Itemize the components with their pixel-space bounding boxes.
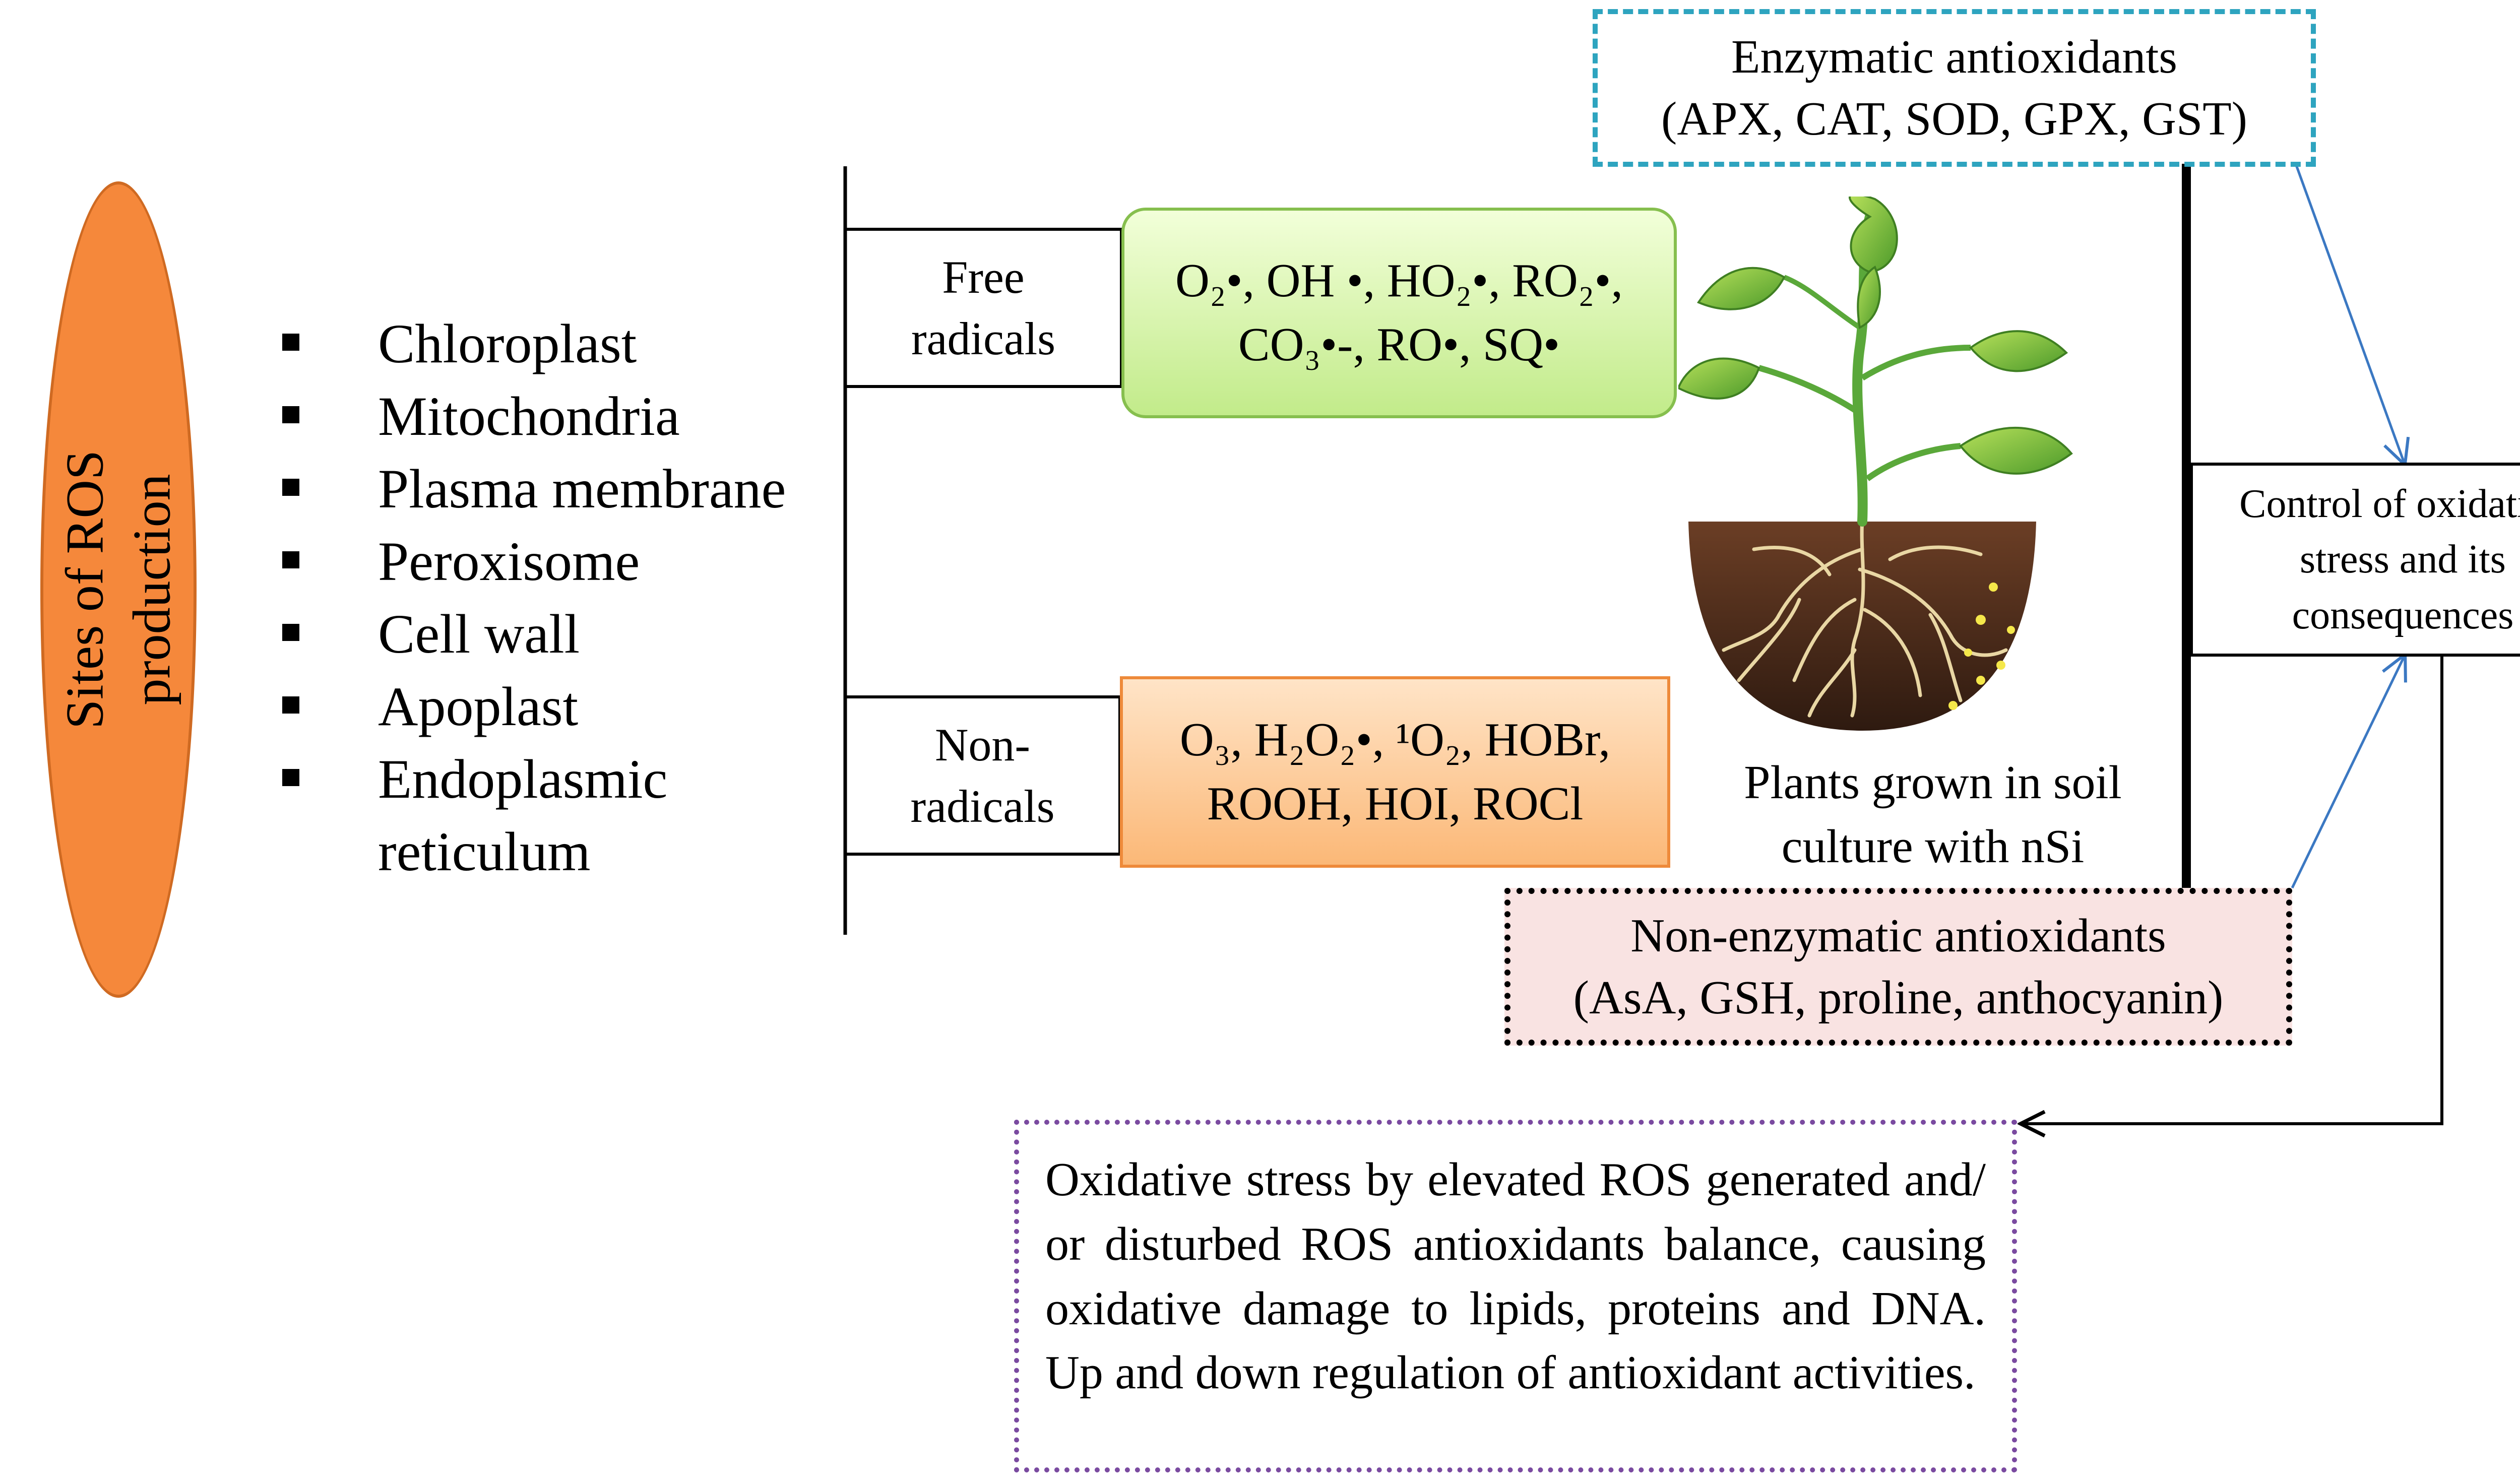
list-item: Apoplast [282,670,786,743]
site-label: Apoplast [378,676,579,737]
non-enzymatic-title: Non-enzymatic antioxidants [1630,910,2166,962]
free-radicals-box: O₂•, OH •, HO₂•, RO₂•, CO₃•-, RO•, SQ• [1121,208,1677,418]
nsi-dots-icon [1948,583,2015,710]
free-radicals-species-line2: CO₃•-, RO•, SQ• [1238,318,1560,371]
free-radicals-species-line1: O₂•, OH •, HO₂•, RO₂•, [1175,254,1623,307]
free-radicals-label-line2: radicals [911,313,1056,364]
plant-caption-line2: culture with nSi [1781,820,2085,873]
roots-icon [1722,517,2008,718]
site-label: Endoplasmic [378,748,668,810]
sites-title-line1: Sites of ROS [55,450,114,729]
list-item-continuation: reticulum [282,815,786,888]
list-item: Chloroplast [282,307,786,380]
non-enzymatic-list: (AsA, GSH, proline, anthocyanin) [1573,971,2224,1024]
site-label: Cell wall [378,603,580,665]
control-line3: consequences [2292,593,2514,637]
site-label: Plasma membrane [378,458,786,520]
bullet-icon [282,696,299,714]
soil-pot [1688,522,2036,731]
enzymatic-arrow [2294,163,2404,463]
enzymatic-title: Enzymatic antioxidants [1731,31,2177,84]
plant-pot-illustration [1678,197,2073,731]
free-radicals-label: Free radicals [848,232,1118,383]
site-label: Peroxisome [378,531,640,592]
free-radicals-label-line1: Free [942,251,1025,303]
bullet-icon [282,334,299,351]
site-label: Chloroplast [378,313,637,374]
control-line1: Control of oxidative [2239,481,2520,526]
sites-title-line2: production [122,474,181,705]
oxidative-stress-box: Oxidative stress by elevated ROS generat… [1014,1120,2017,1472]
oxidative-stress-text: Oxidative stress by elevated ROS generat… [1045,1153,1986,1399]
non-radicals-label-line2: radicals [910,781,1055,832]
non-radicals-species-line2: ROOH, HOI, ROCl [1207,778,1584,830]
sites-ellipse: Sites of ROS production [40,181,197,998]
bullet-icon [282,479,299,496]
stress-arrow [2024,657,2443,1124]
enzymatic-list: (APX, CAT, SOD, GPX, GST) [1661,92,2247,145]
bullet-icon [282,551,299,568]
list-item: Plasma membrane [282,453,786,525]
non-radicals-label: Non- radicals [848,700,1117,851]
bullet-icon [282,769,299,786]
bullet-icon [282,624,299,641]
list-item: Endoplasmic [282,743,786,815]
non-enzymatic-arrow [2291,657,2404,889]
sites-title: Sites of ROS production [52,262,185,917]
enzymatic-antioxidants-box: Enzymatic antioxidants (APX, CAT, SOD, G… [1593,9,2316,167]
non-radicals-species-line1: O₃, H₂O₂•, ¹O₂, HOBr, [1179,714,1611,766]
leaves-icon [1678,197,2073,475]
non-radicals-label-line1: Non- [934,719,1031,770]
bullet-icon [282,406,299,423]
non-enzymatic-antioxidants-box: Non-enzymatic antioxidants (AsA, GSH, pr… [1504,888,2292,1046]
non-radicals-box: O₃, H₂O₂•, ¹O₂, HOBr, ROOH, HOI, ROCl [1120,676,1670,868]
plant-caption: Plants grown in soil culture with nSi [1693,751,2172,879]
list-item: Cell wall [282,598,786,670]
list-item: Mitochondria [282,380,786,453]
plant-caption-line1: Plants grown in soil [1744,756,2122,809]
control-box: Control of oxidative stress and its cons… [2190,463,2520,657]
control-line2: stress and its [2300,537,2506,582]
site-label: Mitochondria [378,385,680,447]
list-item: Peroxisome [282,525,786,598]
site-label: reticulum [378,821,591,882]
sites-list: Chloroplast Mitochondria Plasma membrane… [282,307,786,888]
